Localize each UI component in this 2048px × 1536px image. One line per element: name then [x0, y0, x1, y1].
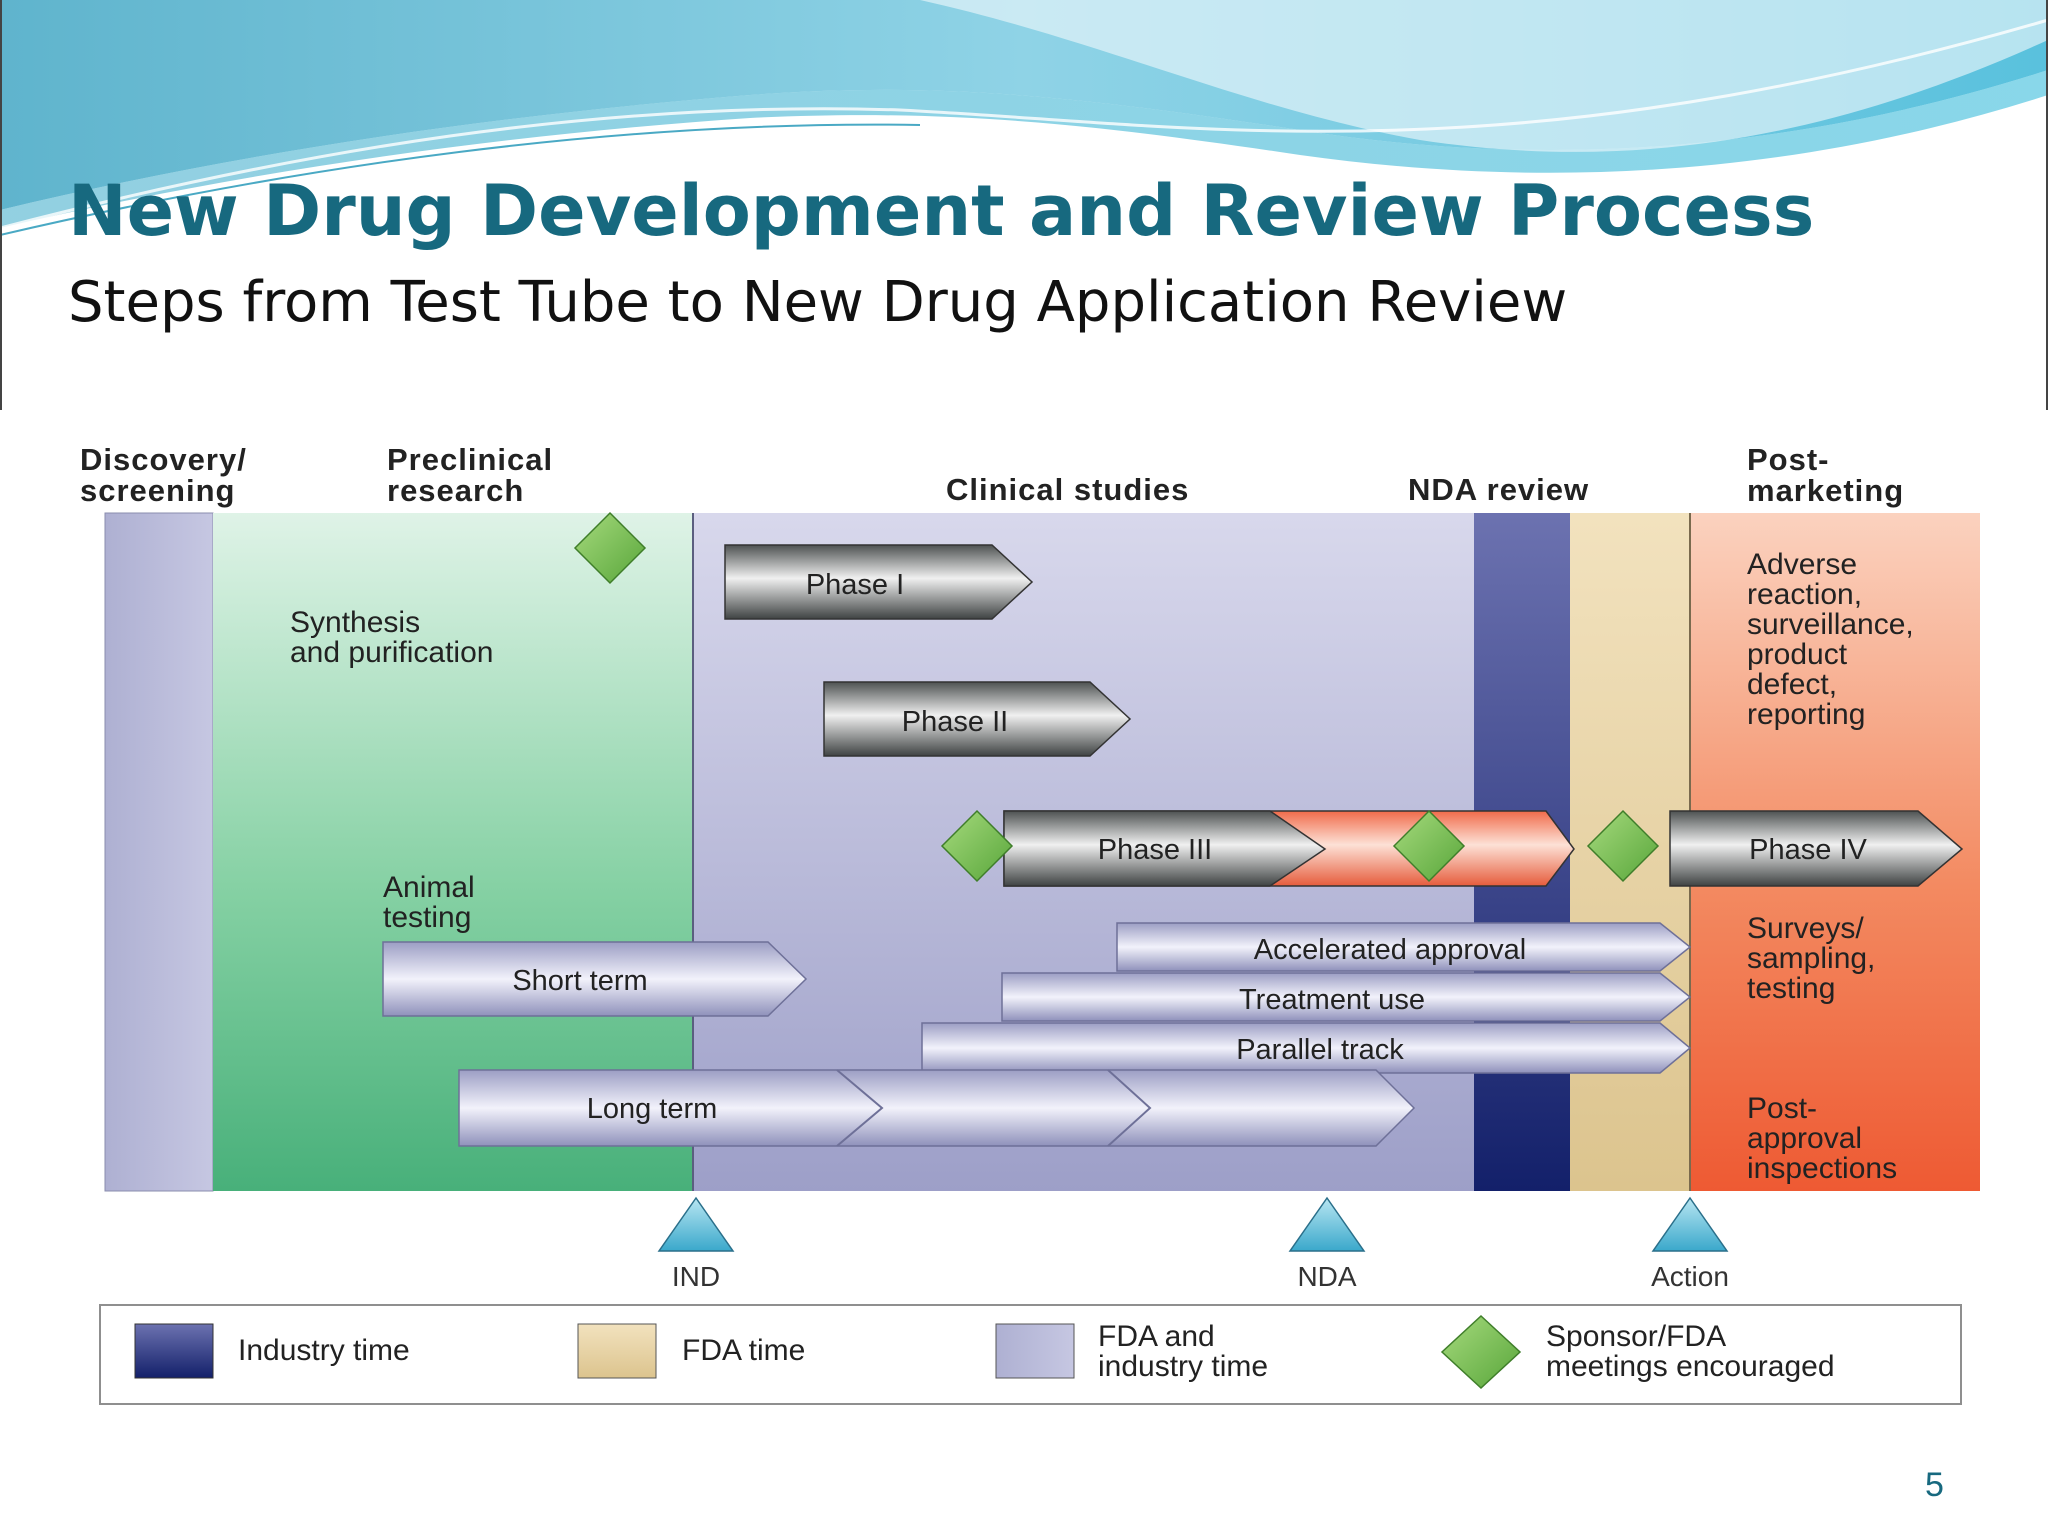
meeting-diamond-icon	[940, 809, 1014, 883]
legend-fda-swatch	[577, 1323, 657, 1379]
long-term-arrow: Long term	[458, 1069, 1416, 1147]
stage-postmarketing-header: Post- marketing	[1747, 442, 1905, 508]
stage-discovery-header: Discovery/ screening	[80, 442, 247, 508]
stage-nda-review-header: NDA review	[1408, 472, 1590, 507]
treatment-use-arrow: Treatment use	[1001, 972, 1692, 1022]
post-approval-note: Post- approval inspections	[1747, 1092, 1898, 1185]
page-number: 5	[1925, 1466, 1944, 1504]
legend-meetings-label: Sponsor/FDA meetings encouraged	[1546, 1320, 1835, 1383]
nda-milestone-icon	[1288, 1196, 1366, 1252]
parallel-track-label: Parallel track	[1236, 1034, 1404, 1066]
nda-label: NDA	[1297, 1261, 1356, 1292]
phase-4-label: Phase IV	[1749, 834, 1867, 866]
surveys-note: Surveys/ sampling, testing	[1747, 912, 1876, 1005]
phase-1-arrow: Phase I	[724, 544, 1034, 620]
short-term-label: Short term	[512, 965, 647, 997]
accelerated-approval-label: Accelerated approval	[1254, 934, 1526, 966]
parallel-track-arrow: Parallel track	[921, 1022, 1692, 1074]
legend-fda-industry-label: FDA and industry time	[1098, 1320, 1269, 1383]
slide-title: New Drug Development and Review Process	[68, 170, 1815, 252]
slide-subtitle: Steps from Test Tube to New Drug Applica…	[68, 270, 1568, 335]
accelerated-approval-arrow: Accelerated approval	[1116, 922, 1692, 972]
phase-1-label: Phase I	[806, 569, 904, 601]
legend-fda-industry-swatch	[995, 1323, 1075, 1379]
stage-clinical-header: Clinical studies	[946, 472, 1190, 507]
meeting-diamond-icon	[573, 511, 647, 585]
ind-label: IND	[672, 1261, 720, 1292]
legend-industry-label: Industry time	[238, 1334, 410, 1367]
treatment-use-label: Treatment use	[1239, 984, 1425, 1016]
drug-development-diagram: Phase I Phase II Phase III Phase IV Acce…	[99, 511, 1980, 1405]
phase-2-arrow: Phase II	[823, 681, 1132, 757]
action-label: Action	[1651, 1261, 1729, 1292]
phase-2-label: Phase II	[902, 706, 1008, 738]
stage-preclinical-header: Preclinical research	[387, 442, 554, 508]
legend-fda-label: FDA time	[682, 1334, 806, 1367]
meeting-diamond-icon	[1586, 809, 1660, 883]
meeting-diamond-icon	[1392, 809, 1466, 883]
long-term-label: Long term	[587, 1093, 718, 1125]
phase-3-arrow: Phase III	[1003, 810, 1575, 887]
legend-industry-swatch	[134, 1323, 214, 1379]
adverse-reaction-note: Adverse reaction, surveillance, product …	[1747, 548, 1914, 731]
phase-3-label: Phase III	[1098, 834, 1212, 866]
animal-testing-note: Animal testing	[383, 871, 475, 934]
ind-milestone-icon	[657, 1196, 735, 1252]
discovery-column	[104, 512, 214, 1192]
legend-meeting-diamond-icon	[1440, 1314, 1522, 1390]
synthesis-note: Synthesis and purification	[290, 606, 494, 669]
short-term-arrow: Short term	[382, 941, 808, 1017]
phase-4-arrow: Phase IV	[1669, 810, 1964, 887]
wave-header-decoration	[0, 0, 2048, 420]
action-milestone-icon	[1651, 1196, 1729, 1252]
